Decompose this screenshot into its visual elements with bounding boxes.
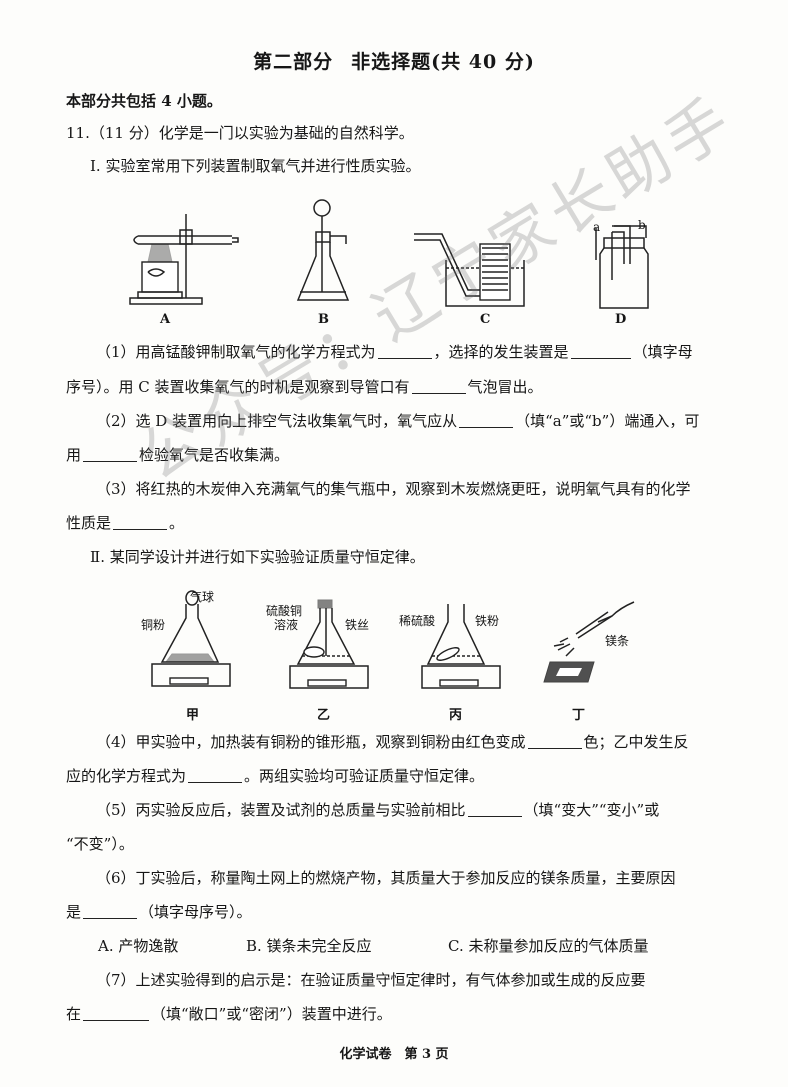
port-label-a: a [593, 220, 601, 234]
page-footer: 化学试卷 第 3 页 [339, 1047, 449, 1062]
apparatus-b-figure [296, 199, 350, 301]
answer-blank[interactable] [377, 344, 432, 359]
section-title: 第二部分非选择题(共 40 分) [0, 50, 788, 75]
q11-part6-line2: 是（填字母序号）。 [66, 903, 252, 921]
answer-blank[interactable] [467, 802, 522, 817]
answer-blank[interactable] [411, 379, 466, 394]
apparatus-a-figure [129, 214, 239, 305]
setup-yi-figure [289, 599, 369, 689]
apparatus-label-d: D [615, 312, 627, 327]
q11-part2-line2: 用检验氧气是否收集满。 [66, 446, 290, 464]
callout-copper-sulfate-2: 溶液 [274, 618, 299, 632]
setup-label-ding: 丁 [572, 708, 586, 723]
option-c: C. 未称量参加反应的气体质量 [448, 937, 649, 955]
question-11-stem: 11.（11 分）化学是一门以实验为基础的自然科学。 [66, 124, 414, 142]
setup-label-bing: 丙 [449, 708, 463, 723]
q11-part7-line2: 在（填“敞口”或“密闭”）装置中进行。 [66, 1005, 392, 1023]
section-1-heading: Ⅰ. 实验室常用下列装置制取氧气并进行性质实验。 [90, 157, 421, 175]
apparatus-d-figure [595, 225, 649, 309]
q11-part2-line1: （2）选 D 装置用向上排空气法收集氧气时，氧气应从（填“a”或“b”）端通入，… [96, 412, 700, 430]
callout-copper-sulfate-1: 硫酸铜 [266, 604, 303, 618]
answer-blank[interactable] [113, 515, 168, 530]
q11-part4-line1: （4）甲实验中，加热装有铜粉的锥形瓶，观察到铜粉由红色变成色；乙中发生反 [96, 733, 689, 751]
setup-ding-figure [543, 601, 635, 683]
answer-blank[interactable] [188, 768, 243, 783]
apparatus-label-a: A [160, 312, 171, 327]
callout-balloon: 气球 [190, 590, 215, 604]
port-label-b: b [638, 218, 646, 232]
option-a: A. 产物逸散 [98, 937, 179, 955]
answer-blank[interactable] [459, 413, 514, 428]
q11-part1-line2: 序号）。用 C 装置收集氧气的时机是观察到导管口有气泡冒出。 [66, 378, 543, 396]
q11-part6-line1: （6）丁实验后，称量陶土网上的燃烧产物，其质量大于参加反应的镁条质量，主要原因 [96, 869, 676, 887]
q11-part7-line1: （7）上述实验得到的启示是：在验证质量守恒定律时，有气体参加或生成的反应要 [96, 971, 646, 989]
callout-dilute-acid: 稀硫酸 [399, 614, 436, 628]
setup-bing-figure [421, 604, 501, 689]
answer-blank[interactable] [527, 734, 582, 749]
setup-label-yi: 乙 [317, 708, 331, 723]
answer-blank[interactable] [570, 344, 631, 359]
setup-jia-figure [151, 590, 231, 687]
q11-part5-line2: “不变”）。 [66, 835, 134, 853]
answer-blank[interactable] [83, 447, 138, 462]
part-label: 第二部分 [253, 51, 334, 73]
section-heading: 非选择题(共 40 分) [351, 51, 535, 73]
apparatus-label-b: B [318, 312, 329, 327]
q11-part3-line2: 性质是。 [66, 514, 185, 532]
answer-blank[interactable] [83, 904, 138, 919]
callout-iron-wire: 铁丝 [345, 618, 370, 632]
q11-part3-line1: （3）将红热的木炭伸入充满氧气的集气瓶中，观察到木炭燃烧更旺，说明氧气具有的化学 [96, 480, 691, 498]
callout-iron-powder: 铁粉 [475, 614, 500, 628]
section-2-heading: Ⅱ. 某同学设计并进行如下实验验证质量守恒定律。 [90, 548, 425, 566]
callout-copper-powder: 铜粉 [141, 618, 166, 632]
apparatus-label-c: C [480, 312, 491, 327]
q11-part4-line2: 应的化学方程式为。两组实验均可验证质量守恒定律。 [66, 767, 485, 785]
part-intro: 本部分共包括 4 小题。 [66, 92, 222, 110]
callout-magnesium-ribbon: 镁条 [605, 634, 630, 648]
q11-part5-line1: （5）丙实验反应后，装置及试剂的总质量与实验前相比（填“变大”“变小”或 [96, 801, 660, 819]
answer-blank[interactable] [83, 1006, 150, 1021]
setup-label-jia: 甲 [186, 708, 200, 723]
q11-part1-line1: （1）用高锰酸钾制取氧气的化学方程式为，选择的发生装置是（填字母 [96, 343, 693, 361]
option-b: B. 镁条未完全反应 [246, 937, 372, 955]
apparatus-c-figure [414, 233, 525, 307]
